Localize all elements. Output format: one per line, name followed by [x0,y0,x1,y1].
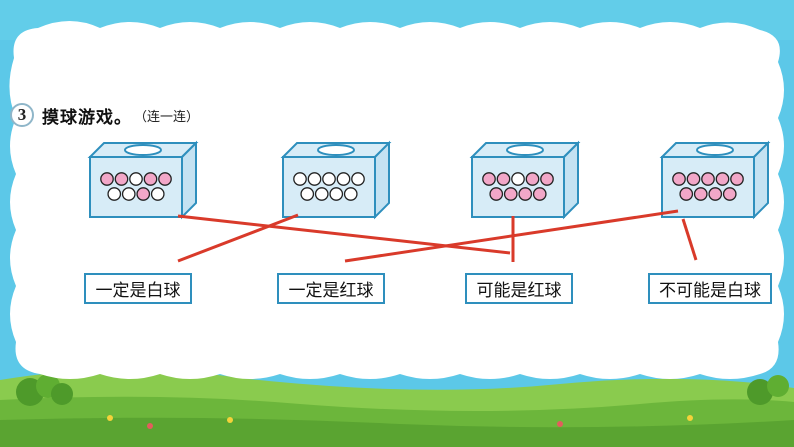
red-ball [679,187,694,201]
box-hole [506,144,544,156]
line-box2-to-label1 [177,213,299,263]
question-heading: 3 摸球游戏。 （连一连） [10,100,199,130]
box-front-face [89,156,183,218]
red-ball [482,172,496,186]
white-ball [336,172,351,186]
white-ball [293,172,307,186]
bush-right [747,375,789,405]
red-ball [715,172,730,186]
red-ball [100,172,114,186]
label-always-red[interactable]: 一定是红球 [277,273,385,304]
red-ball [540,172,554,186]
ball-box-4 [659,140,771,220]
white-ball [150,187,165,201]
box-front-face [471,156,565,218]
white-ball [107,187,122,201]
question-number: 3 [10,103,34,127]
red-ball [701,172,715,186]
red-ball [503,187,518,201]
box-hole [696,144,734,156]
label-never-white[interactable]: 不可能是白球 [648,273,772,304]
line-box4-to-label2 [344,209,679,263]
line-box4-to-label4 [681,218,698,261]
white-ball [121,187,136,201]
white-ball [329,187,344,201]
white-ball [511,172,525,186]
label-maybe-red[interactable]: 可能是红球 [465,273,573,304]
red-ball [143,172,158,186]
red-ball [686,172,701,186]
question-note: （连一连） [134,109,200,125]
ball-box-2 [280,140,392,220]
ball-box-1 [87,140,199,220]
bush-left [16,374,73,406]
red-ball [730,172,744,186]
white-ball [322,172,336,186]
red-ball [158,172,172,186]
red-ball [114,172,129,186]
box-front-face [661,156,755,218]
red-ball [722,187,737,201]
red-ball [525,172,540,186]
white-ball [314,187,329,201]
red-ball [518,187,533,201]
white-ball [129,172,143,186]
question-title: 摸球游戏。 [42,107,132,128]
line-box1-to-label3 [177,214,511,255]
red-ball [532,187,547,201]
ball-box-3 [469,140,581,220]
white-ball [300,187,315,201]
white-ball [307,172,322,186]
red-ball [136,187,151,201]
box-hole [124,144,162,156]
box-front-face [282,156,376,218]
white-ball [351,172,365,186]
red-ball [496,172,511,186]
red-ball [672,172,686,186]
red-ball [489,187,504,201]
red-ball [693,187,708,201]
white-ball [343,187,358,201]
red-ball [708,187,723,201]
box-hole [317,144,355,156]
label-always-white[interactable]: 一定是白球 [84,273,192,304]
